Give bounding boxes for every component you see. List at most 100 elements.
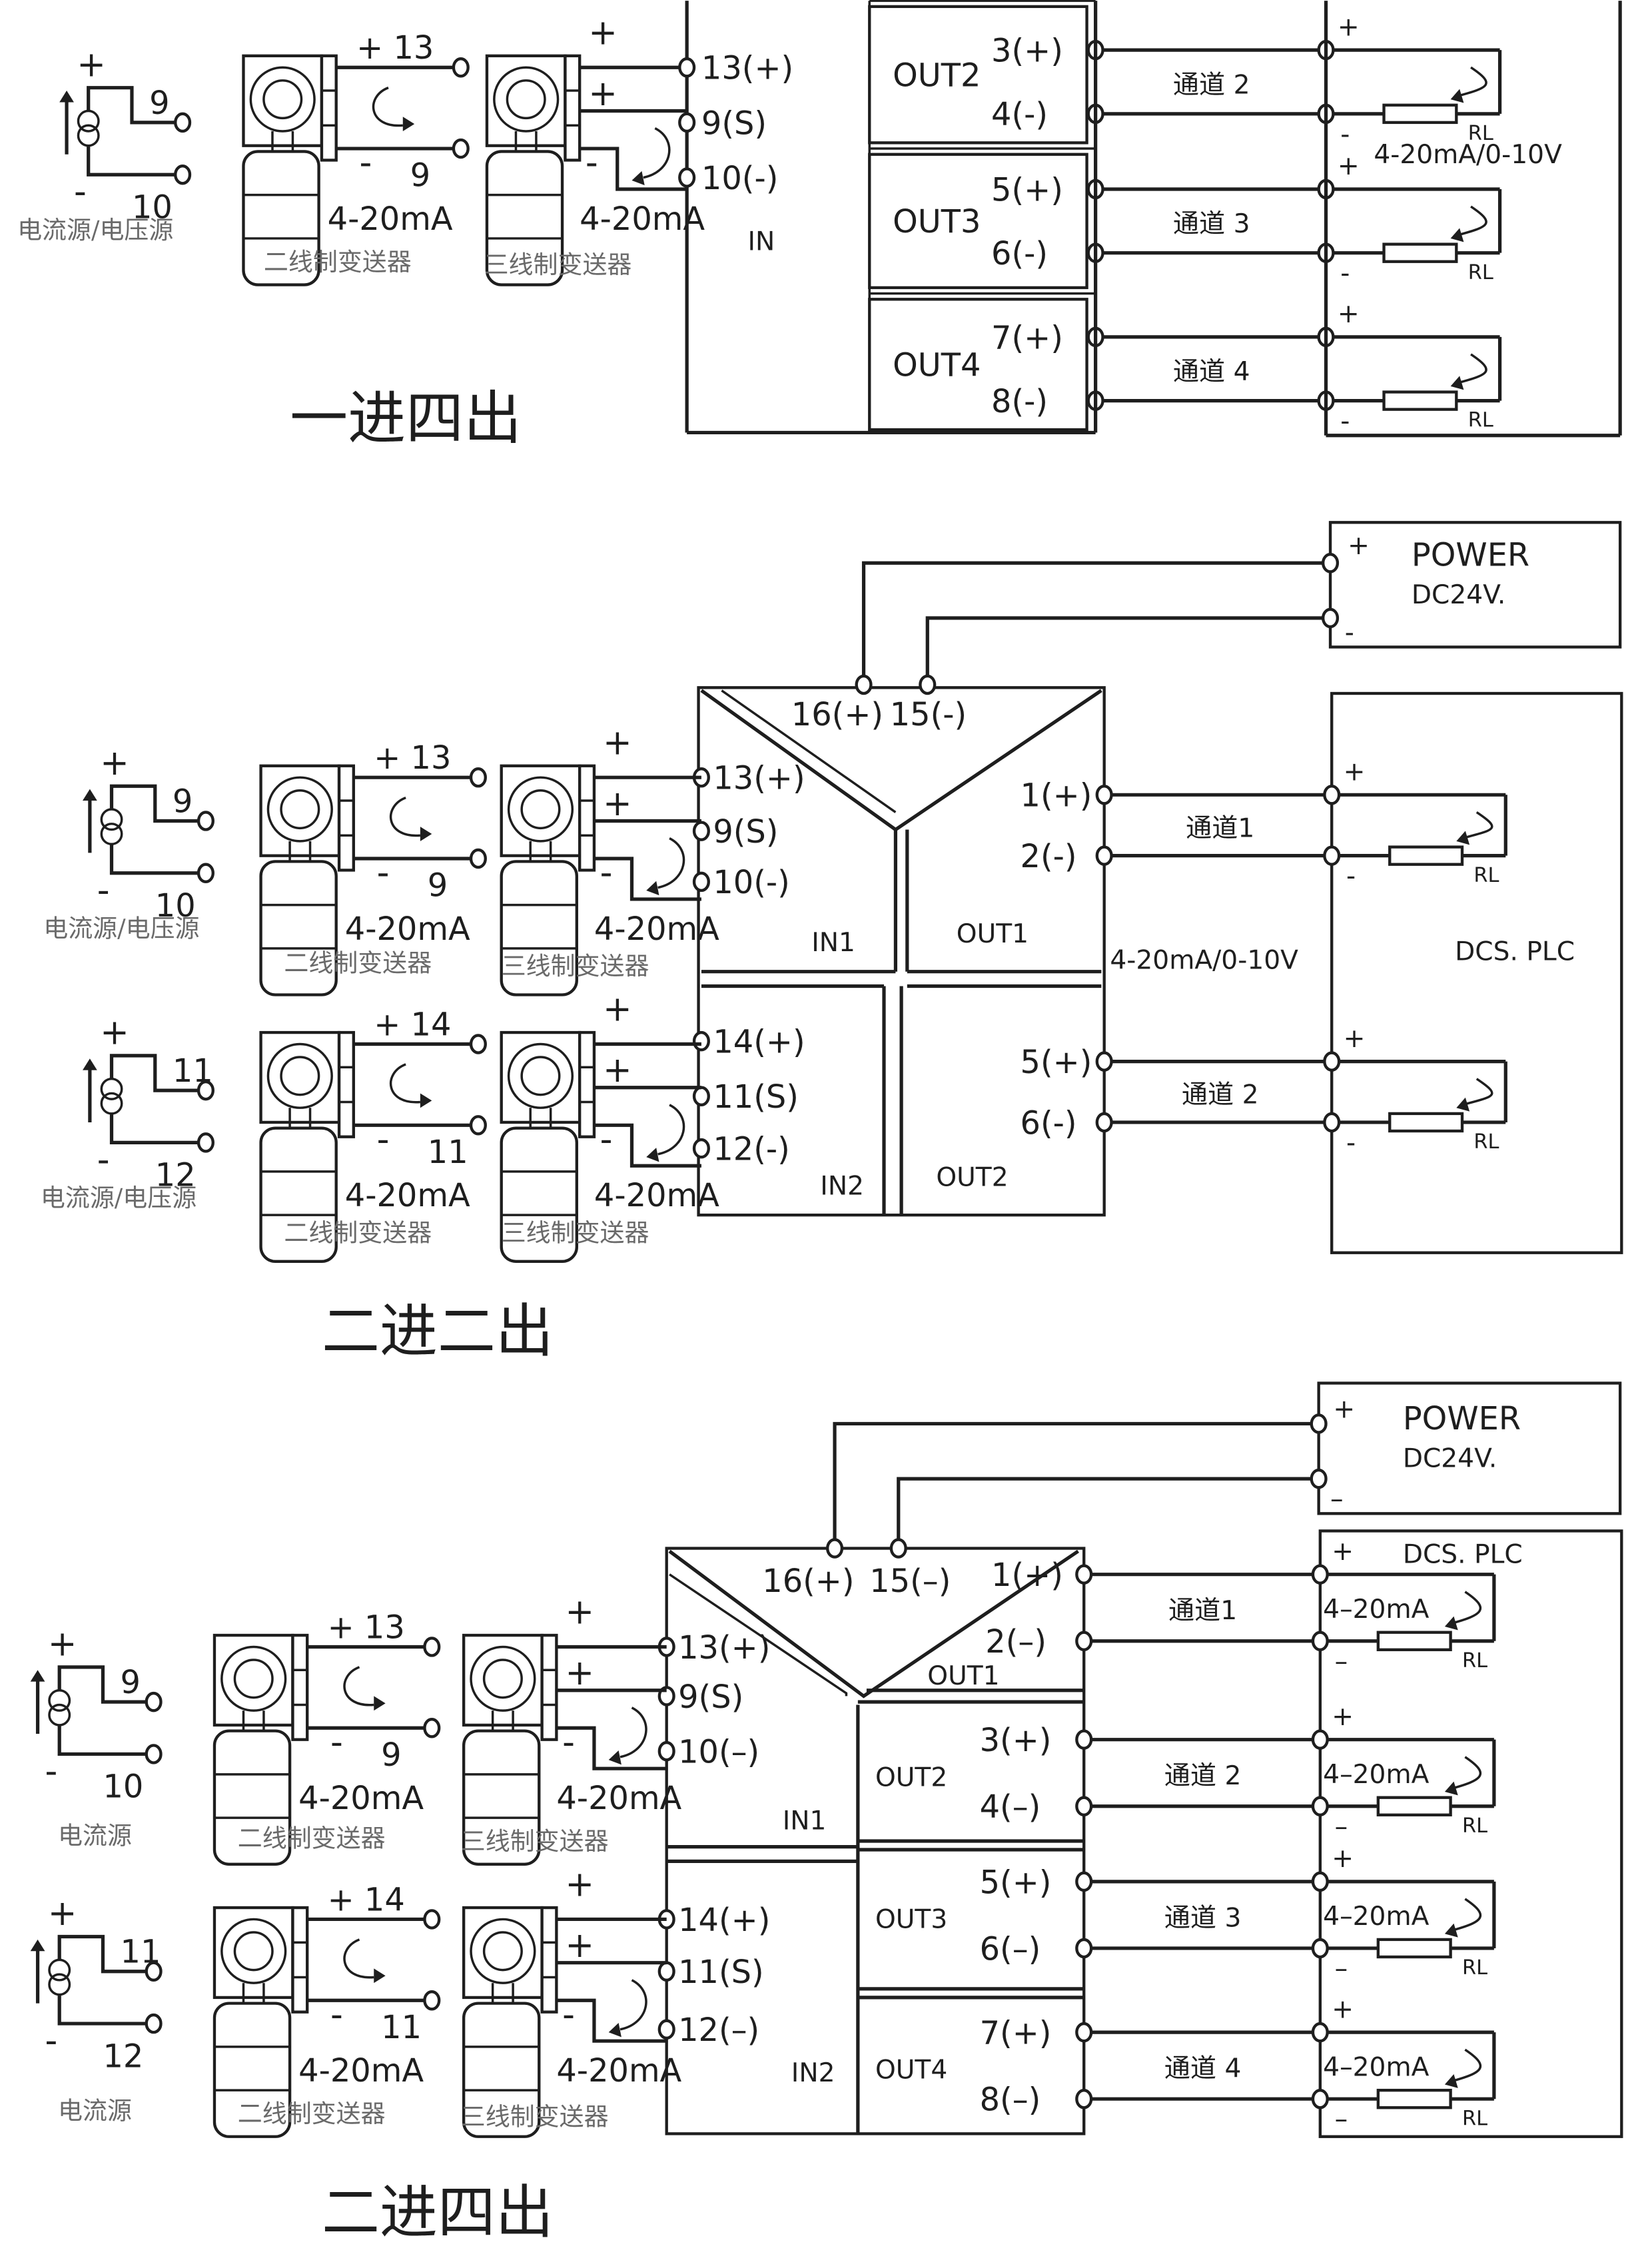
- wire: [109, 1054, 199, 1092]
- power-terminal: [826, 1538, 844, 1559]
- current-loop-icon: [1455, 353, 1487, 385]
- minus-sign: -: [1346, 861, 1356, 891]
- channel-label: 通道 2: [1164, 1761, 1242, 1791]
- source-terminal-pos: [174, 112, 192, 133]
- dcs-label: DCS. PLC: [1403, 1539, 1523, 1569]
- resistor-label: RL: [1462, 1814, 1487, 1838]
- source-terminal-neg: [197, 1132, 214, 1153]
- plus-sign: +: [1332, 1844, 1354, 1874]
- resistor-label: RL: [1468, 261, 1493, 284]
- signal-label: 4–20mA: [1323, 1902, 1429, 1932]
- plus-sign: +: [565, 1653, 594, 1693]
- wire: [109, 1113, 199, 1145]
- gauge-icon: [507, 1042, 574, 1109]
- input-terminal-label: 14(+): [713, 1024, 805, 1061]
- input-terminal-label: 9(S): [701, 105, 767, 142]
- transmitter-body: [242, 150, 320, 286]
- current-source: +-910: [83, 743, 214, 925]
- output-terminal-label: 2(-): [1021, 839, 1077, 875]
- load-resistor-icon: [1376, 2088, 1452, 2109]
- current-source: +-910: [59, 45, 192, 226]
- load-loop: +-RL: [1323, 757, 1507, 891]
- gauge-inner-icon: [482, 1931, 523, 1972]
- power-terminal-label: 15(-): [890, 697, 967, 733]
- current-loop-icon: [372, 87, 403, 127]
- resistor-label: RL: [1473, 1130, 1499, 1154]
- current-source-caption: 电流源/电压源: [41, 1184, 197, 1212]
- arrowhead-icon: [646, 881, 659, 896]
- plus-sign: +: [1348, 531, 1370, 561]
- resistor-label: RL: [1462, 1649, 1487, 1673]
- current-loop-icon: [1450, 1756, 1481, 1790]
- minus-sign: -: [1340, 258, 1350, 288]
- channel-label: 通道1: [1168, 1596, 1237, 1626]
- plus-sign: +: [603, 990, 632, 1030]
- load-loop: +–RL4–20mA: [1311, 1994, 1496, 2135]
- gauge-icon: [493, 66, 560, 133]
- load-loop: +-RL: [1317, 299, 1502, 436]
- terminal-number: 11: [428, 1134, 468, 1171]
- signal-label: 4–20mA: [1323, 1595, 1429, 1625]
- terminal-strip: [578, 1030, 596, 1138]
- signal-label: 4–20mA: [1323, 1760, 1429, 1790]
- module-body: 16(+)15(-)13(+)9(S)10(-)14(+)11(S)12(-)I…: [692, 674, 1325, 1217]
- transmitter-icon: [242, 54, 338, 286]
- three-wire-caption: 三线制变送器: [461, 2102, 609, 2131]
- output-terminal-label: 6(-): [1021, 1105, 1077, 1142]
- terminal-strip: [540, 1906, 558, 2014]
- plus-sign: +: [1344, 1024, 1366, 1054]
- gauge-icon: [507, 776, 574, 843]
- input-label: IN1: [783, 1806, 827, 1836]
- transmitter-icon: [212, 1633, 309, 1866]
- output-box: [868, 298, 1088, 432]
- three-wire-caption: 三线制变送器: [502, 1218, 649, 1247]
- terminal-number: 11: [173, 1053, 213, 1090]
- gauge-icon: [470, 1645, 536, 1712]
- minus-sign: -: [377, 1120, 390, 1160]
- wire: [861, 561, 1324, 682]
- terminal-number: 12: [155, 1158, 196, 1194]
- power-voltage: DC24V.: [1412, 580, 1505, 610]
- terminal-strip: [291, 1633, 309, 1741]
- channel-label: 通道 2: [1173, 70, 1250, 100]
- terminal-number: 11: [121, 1934, 161, 1971]
- three-wire-caption: 三线制变送器: [484, 250, 632, 279]
- channel-label: 通道 4: [1164, 2054, 1242, 2084]
- source-coil-icon: [100, 1092, 123, 1115]
- output-name: OUT3: [893, 204, 981, 240]
- arrowhead-icon: [1456, 1097, 1470, 1112]
- gauge-icon: [266, 776, 333, 843]
- minus-sign: –: [1335, 1812, 1348, 1842]
- plus-sign: +: [565, 1865, 594, 1905]
- terminal-number: 12: [103, 2038, 143, 2075]
- terminal-strip: [291, 1906, 309, 2014]
- two-wire-caption: 二线制变送器: [238, 2099, 386, 2128]
- terminal-number: 10: [132, 189, 173, 226]
- output-name: OUT4: [893, 348, 981, 384]
- plus-sign: +: [603, 723, 632, 763]
- current-loop-icon: [657, 1104, 685, 1156]
- three-wire-transmitter: ++-4-20mA: [500, 990, 719, 1263]
- resistor-label: RL: [1468, 122, 1493, 145]
- resistor-label: RL: [1462, 1956, 1487, 1980]
- terminal-label: + 14: [374, 1006, 451, 1043]
- plus-sign: +: [588, 74, 618, 114]
- terminal-strip: [320, 54, 338, 162]
- terminal-number: 10: [155, 888, 196, 925]
- power-box: [1317, 1381, 1622, 1515]
- plus-sign: +: [565, 1926, 594, 1966]
- minus-sign: –: [1335, 1647, 1348, 1677]
- terminal-pos: [423, 1909, 441, 1930]
- power-terminal-label: 16(+): [762, 1563, 854, 1600]
- arrowhead-icon: [420, 827, 432, 841]
- signal-label: 4–20mA: [1323, 2052, 1429, 2082]
- signal-label: 4-20mA: [298, 1780, 424, 1817]
- resistor-label: RL: [1462, 2107, 1487, 2130]
- minus-sign: -: [74, 173, 87, 212]
- dcs-terminal-pos: [1323, 785, 1341, 805]
- wire: [833, 1421, 1312, 1546]
- terminal: [1310, 1413, 1328, 1434]
- input-terminal: [692, 821, 710, 841]
- plus-sign: +: [1338, 151, 1360, 181]
